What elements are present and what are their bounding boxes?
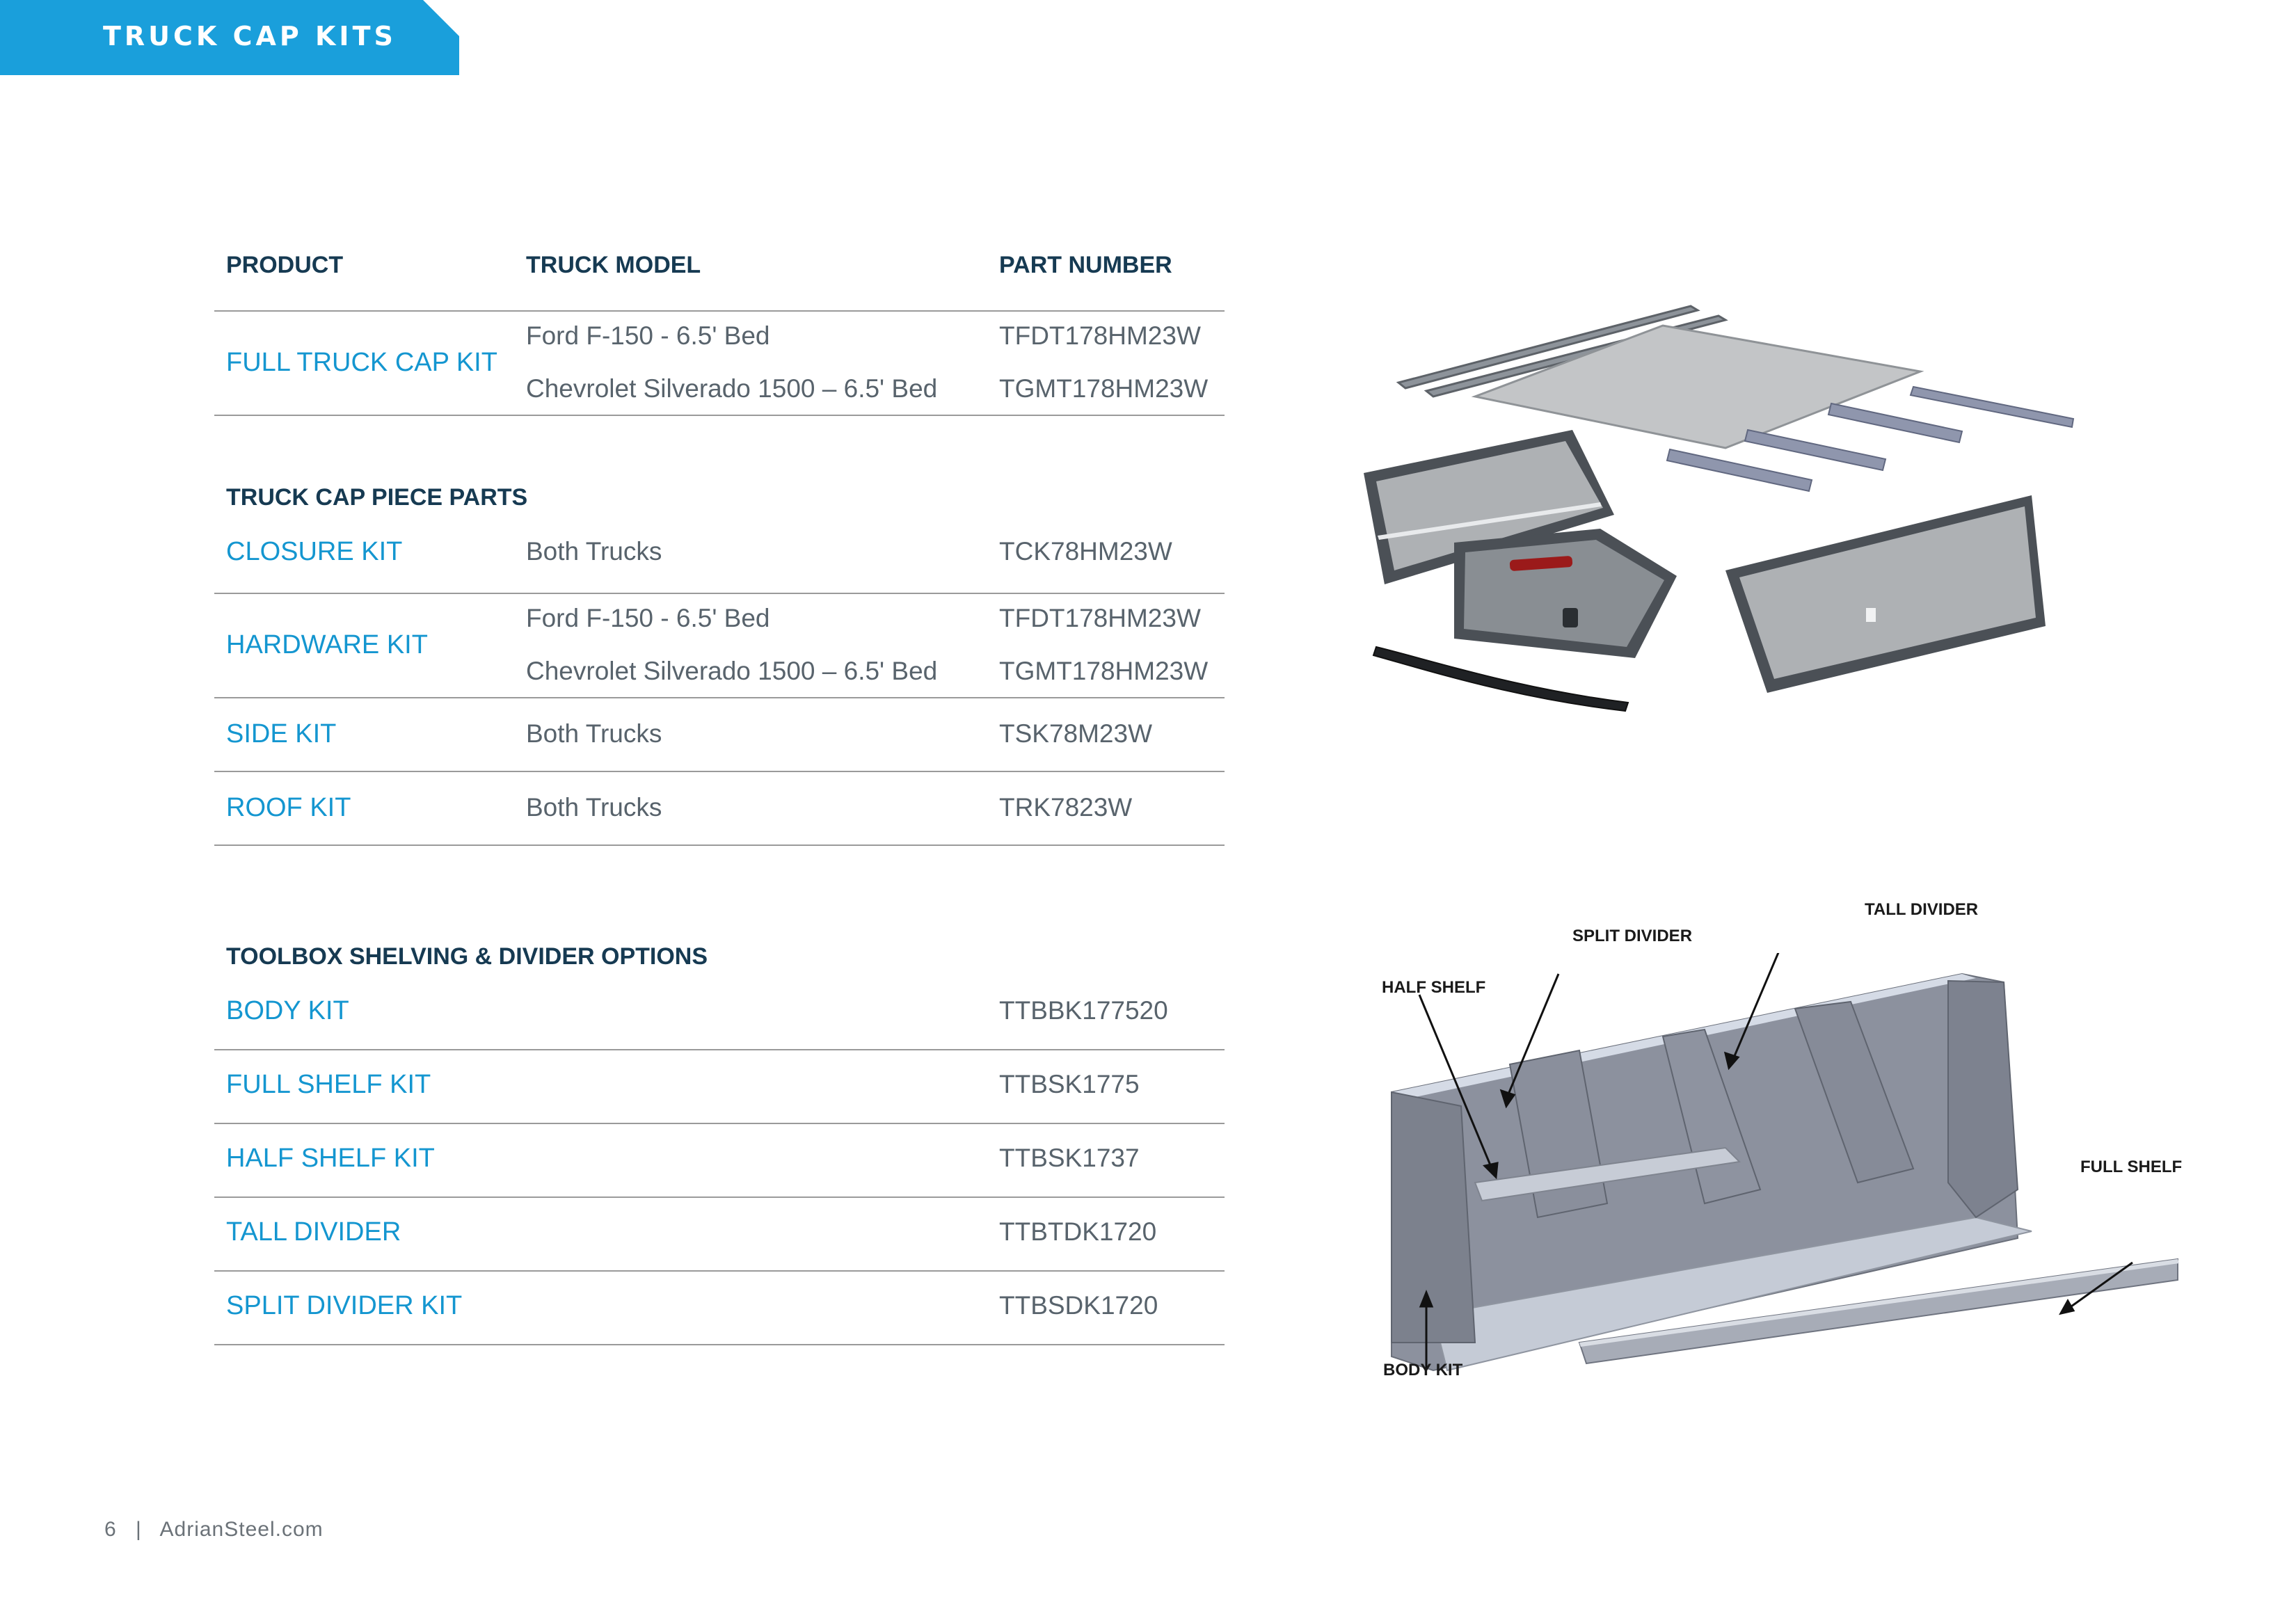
truck-model: Ford F-150 - 6.5' Bed (526, 321, 770, 350)
table-row-roof: ROOF KIT Both Trucks TRK7823W (214, 772, 1225, 846)
table-row-hardware: HARDWARE KIT Ford F-150 - 6.5' Bed Chevr… (214, 594, 1225, 698)
product-closure-kit[interactable]: CLOSURE KIT (226, 537, 403, 566)
table-divider (214, 310, 1225, 312)
section-heading-piece-parts: TRUCK CAP PIECE PARTS (226, 484, 528, 511)
table-row: TALL DIVIDER TTBTDK1720 (214, 1198, 1225, 1272)
section-heading-toolbox: TOOLBOX SHELVING & DIVIDER OPTIONS (226, 943, 708, 970)
callout-body-kit: BODY KIT (1383, 1361, 1463, 1379)
callout-full-shelf: FULL SHELF (2080, 1158, 2183, 1176)
section-tab-shape (0, 0, 459, 75)
part-number: TTBBK177520 (999, 996, 1168, 1025)
truck-model: Chevrolet Silverado 1500 – 6.5' Bed (526, 657, 938, 685)
table-row: FULL SHELF KIT TTBSK1775 (214, 1050, 1225, 1124)
part-number: TFDT178HM23W (999, 604, 1201, 632)
product-tall-divider[interactable]: TALL DIVIDER (226, 1217, 401, 1247)
product-full-shelf-kit[interactable]: FULL SHELF KIT (226, 1070, 431, 1099)
truck-model: Both Trucks (526, 719, 662, 748)
section-title: TRUCK CAP KITS (103, 21, 397, 51)
truck-model: Both Trucks (526, 793, 662, 822)
part-number: TSK78M23W (999, 719, 1153, 748)
product-hardware-kit[interactable]: HARDWARE KIT (226, 630, 428, 659)
page-number: 6 (104, 1518, 117, 1541)
callout-half-shelf: HALF SHELF (1382, 978, 1486, 997)
part-number: TCK78HM23W (999, 537, 1172, 566)
truck-cap-exploded-illustration (1364, 305, 2075, 712)
part-number: TTBSK1775 (999, 1070, 1140, 1098)
part-number: TTBSDK1720 (999, 1291, 1158, 1320)
truck-model: Both Trucks (526, 537, 662, 566)
callout-tall-divider: TALL DIVIDER (1865, 900, 1979, 919)
table-row-full-kit: FULL TRUCK CAP KIT Ford F-150 - 6.5' Bed… (214, 312, 1225, 416)
truck-model: Chevrolet Silverado 1500 – 6.5' Bed (526, 374, 938, 403)
product-full-truck-cap-kit[interactable]: FULL TRUCK CAP KIT (226, 348, 497, 377)
section-tab: TRUCK CAP KITS (0, 0, 459, 75)
table-row: BODY KIT TTBBK177520 (214, 977, 1225, 1050)
page-footer: 6 | AdrianSteel.com (104, 1518, 324, 1542)
part-number: TTBSK1737 (999, 1144, 1140, 1172)
part-number: TFDT178HM23W (999, 321, 1201, 350)
col-header-truck-model: TRUCK MODEL (526, 252, 701, 278)
col-header-product: PRODUCT (226, 252, 344, 278)
table-row: HALF SHELF KIT TTBSK1737 (214, 1124, 1225, 1198)
product-body-kit[interactable]: BODY KIT (226, 996, 349, 1025)
part-number: TTBTDK1720 (999, 1217, 1157, 1246)
product-side-kit[interactable]: SIDE KIT (226, 719, 337, 749)
product-split-divider-kit[interactable]: SPLIT DIVIDER KIT (226, 1291, 463, 1320)
col-header-part-number: PART NUMBER (999, 252, 1172, 278)
table-row: SPLIT DIVIDER KIT TTBSDK1720 (214, 1272, 1225, 1345)
part-number: TGMT178HM23W (999, 657, 1209, 685)
product-roof-kit[interactable]: ROOF KIT (226, 793, 351, 822)
footer-website-link[interactable]: AdrianSteel.com (159, 1518, 324, 1541)
callout-split-divider: SPLIT DIVIDER (1572, 927, 1693, 945)
product-half-shelf-kit[interactable]: HALF SHELF KIT (226, 1144, 435, 1173)
table-row-closure: CLOSURE KIT Both Trucks TCK78HM23W (214, 523, 1225, 594)
table-row-side: SIDE KIT Both Trucks TSK78M23W (214, 698, 1225, 772)
truck-model: Ford F-150 - 6.5' Bed (526, 604, 770, 632)
footer-separator: | (136, 1518, 142, 1541)
part-number: TRK7823W (999, 793, 1133, 822)
toolbox-shelving-illustration (1391, 953, 2179, 1372)
part-number: TGMT178HM23W (999, 374, 1209, 403)
